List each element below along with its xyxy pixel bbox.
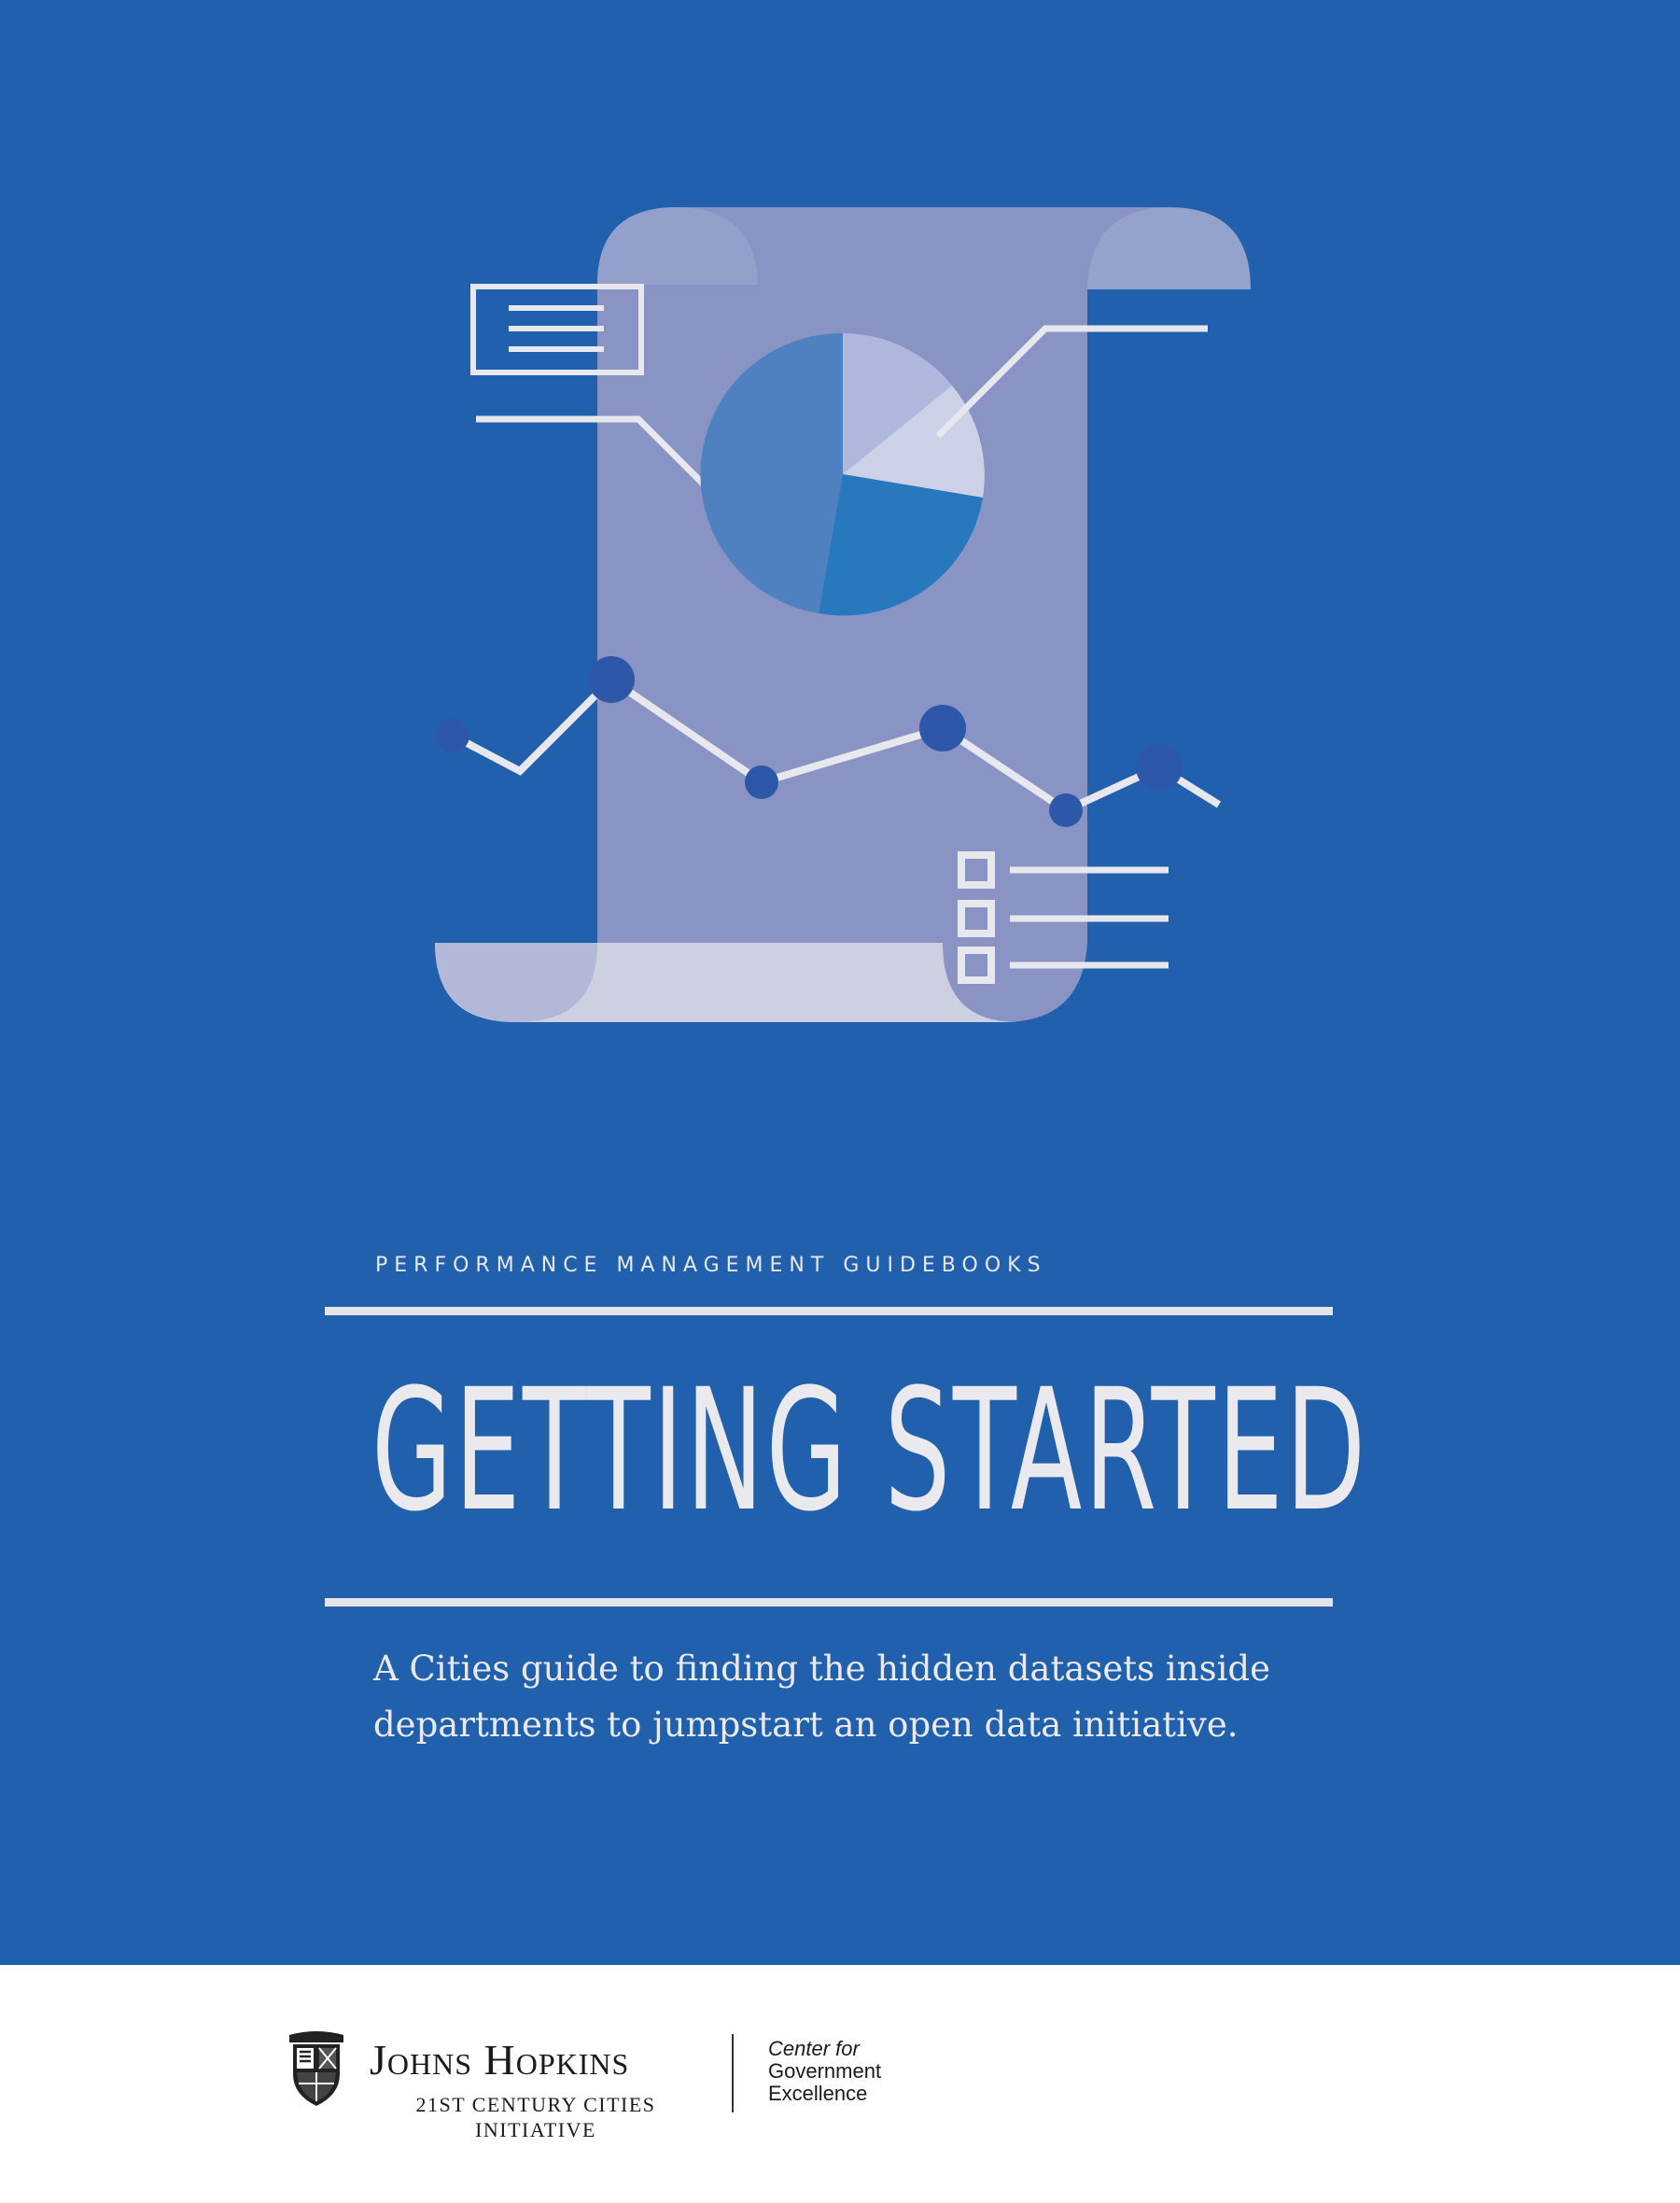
callout-connector (476, 415, 731, 512)
pie-callout-connector (935, 325, 1208, 439)
partner-name: Center for Government Excellence (768, 2037, 882, 2105)
logo-divider (732, 2034, 734, 2112)
subtitle: A Cities guide to finding the hidden dat… (373, 1649, 1270, 1745)
data-report-illustration (435, 207, 1251, 1022)
page-title: GETTING STARTED (371, 1354, 1368, 1549)
program-name: 21ST CENTURY CITIES INITIATIVE (415, 2093, 656, 2141)
pie-chart-icon (700, 332, 985, 616)
university-name: Johns Hopkins (370, 2036, 630, 2084)
title-rule-top (325, 1307, 1333, 1315)
university-shield-icon (289, 2031, 343, 2106)
title-rule-bottom (325, 1598, 1333, 1607)
checklist-icon (958, 851, 1169, 984)
line-chart-icon (436, 656, 1222, 827)
footer: Johns Hopkins 21ST CENTURY CITIES INITIA… (0, 1965, 1680, 2203)
cover: PERFORMANCE MANAGEMENT GUIDEBOOKS GETTIN… (0, 0, 1680, 1965)
text-box-icon (470, 284, 644, 375)
series-label: PERFORMANCE MANAGEMENT GUIDEBOOKS (375, 1254, 1047, 1277)
